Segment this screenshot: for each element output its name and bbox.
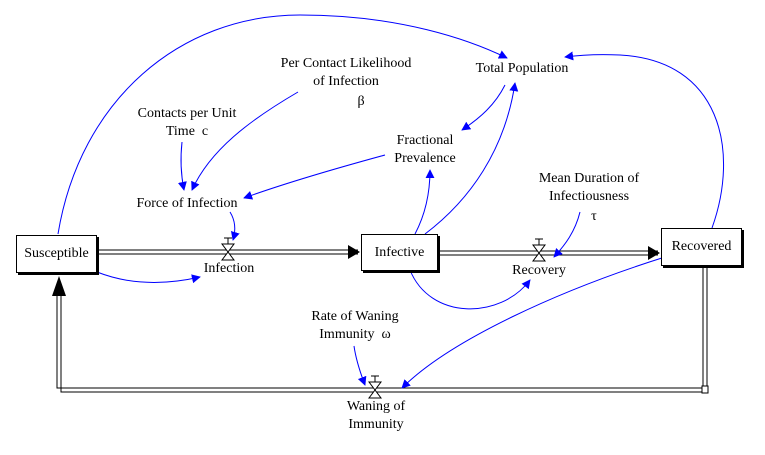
var-contacts-line1: Contacts per Unit [137,106,237,121]
link-recovered-to-total-population [564,51,724,229]
var-rate-waning-line2: Immunity ω [311,326,398,344]
tau-symbol: τ [591,209,597,224]
link-total-population-to-fractional-prevalence [461,84,506,131]
flow-infection-label[interactable]: Infection [203,261,255,276]
flow-recovery-label[interactable]: Recovery [512,263,566,278]
flow-waning-line2: Immunity [348,417,404,432]
var-fractional-prevalence[interactable]: Fractional Prevalence [394,132,455,168]
var-contacts-line2: Time c [138,123,237,141]
link-rate-of-waning-to-waning [353,345,367,386]
link-susceptible-to-infection [96,271,201,284]
omega-symbol: ω [381,327,391,342]
stock-recovered-label: Recovered [671,239,732,254]
link-infective-to-recovery [409,269,531,310]
link-fractional-prevalence-to-force-of-infection [243,154,386,200]
var-contacts-per-unit-time[interactable]: Contacts per Unit Time c [138,105,237,141]
flow-waning-label[interactable]: Waning of Immunity [347,398,405,434]
stock-recovered[interactable]: Recovered [661,228,742,266]
recovery-flow-pipe [438,246,660,260]
var-per-contact-line2: of Infection [313,74,379,89]
beta-symbol: β [357,94,365,109]
var-mean-duration-of-infectiousness[interactable]: Mean Duration of Infectiousness [539,170,639,206]
var-mean-duration-line2: Infectiousness [548,189,630,204]
var-rate-waning-line1: Rate of Waning [311,309,399,324]
var-total-population[interactable]: Total Population [475,61,569,76]
stock-susceptible[interactable]: Susceptible [16,235,97,273]
flow-waning-line1: Waning of [346,399,406,414]
var-per-contact-likelihood[interactable]: Per Contact Likelihood of Infection [281,55,412,91]
stock-infective[interactable]: Infective [361,234,438,271]
var-force-of-infection[interactable]: Force of Infection [136,196,238,211]
var-rate-of-waning-immunity[interactable]: Rate of Waning Immunity ω [311,308,398,344]
stock-susceptible-label: Susceptible [24,246,89,261]
var-mean-duration-line1: Mean Duration of [538,171,640,186]
link-mean-duration-to-recovery [553,211,581,258]
var-contacts-time: Time [165,124,195,139]
link-per-contact-to-force-of-infection [191,91,299,191]
waning-valve [368,375,382,399]
var-rate-waning-immunity-word: Immunity [319,327,375,342]
var-per-contact-line1: Per Contact Likelihood [280,56,412,71]
link-force-of-infection-to-infection [229,211,240,241]
link-recovered-to-waning [401,256,666,389]
link-susceptible-to-total-population [57,14,508,235]
c-symbol: c [201,124,209,139]
waning-flow-pipe [52,264,709,394]
recovery-valve [532,238,546,262]
link-contacts-to-force-of-infection [177,141,187,191]
stock-infective-label: Infective [374,244,425,260]
link-infective-to-total-population [424,82,519,235]
var-fractional-line1: Fractional [396,133,454,148]
link-infective-to-fractional-prevalence [414,169,435,235]
infection-valve [221,237,235,261]
var-fractional-line2: Prevalence [394,151,456,166]
